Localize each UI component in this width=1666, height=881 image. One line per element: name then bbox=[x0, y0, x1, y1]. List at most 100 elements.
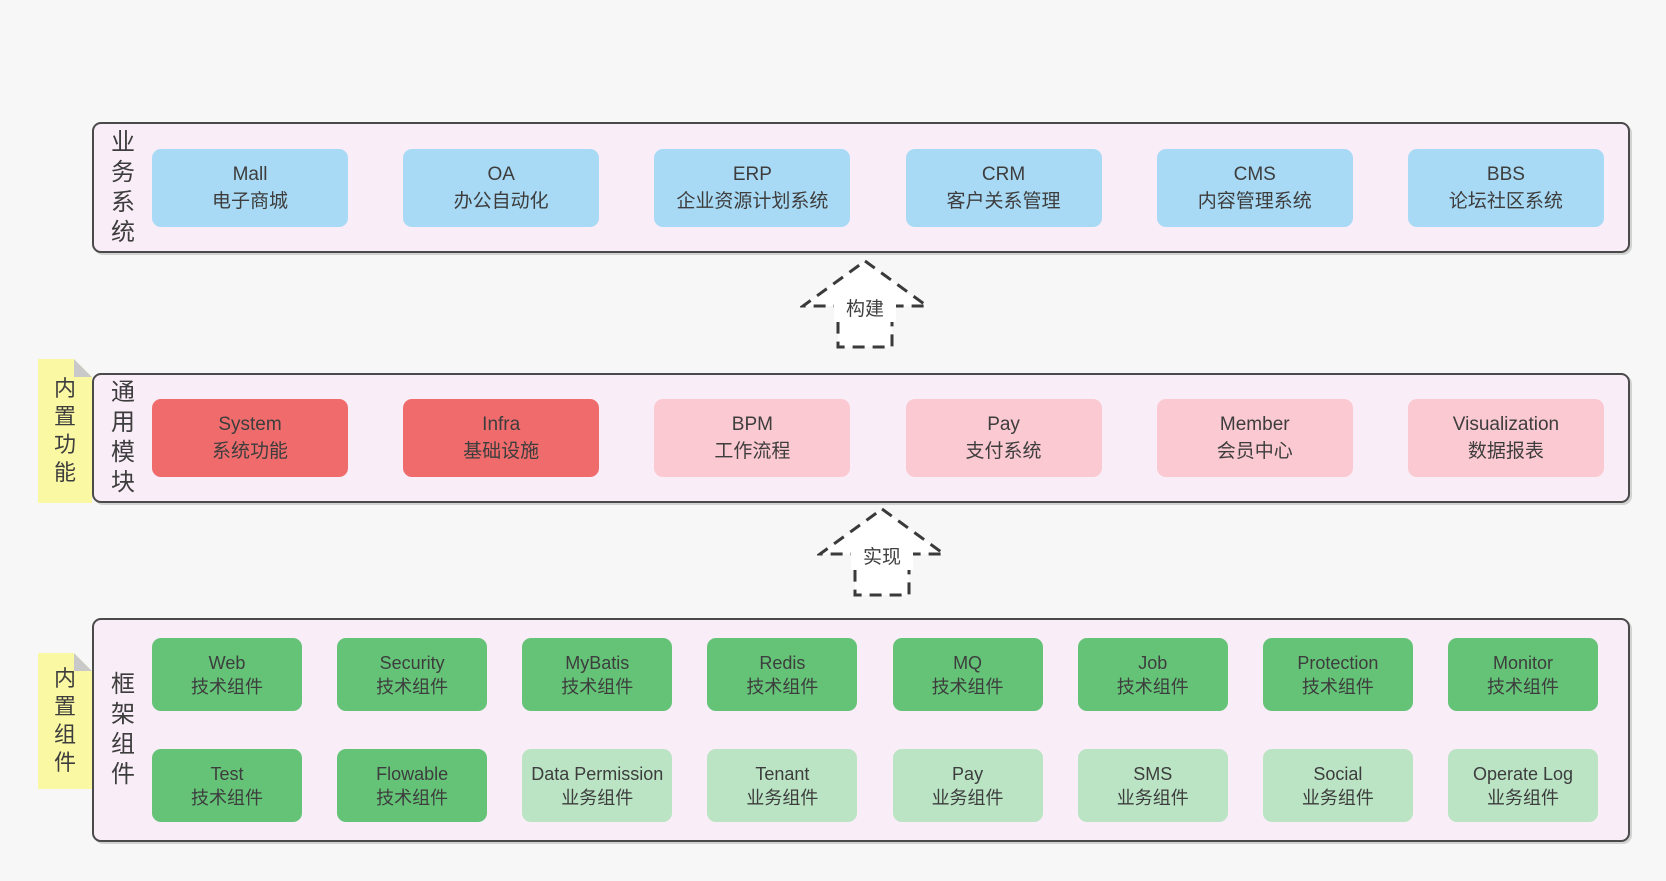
box-job: Job 技术组件 bbox=[1077, 638, 1228, 711]
box-title: Flowable bbox=[376, 763, 449, 784]
box-pay-component: Pay 业务组件 bbox=[892, 749, 1043, 822]
box-subtitle: 基础设施 bbox=[463, 441, 540, 462]
box-redis: Redis 技术组件 bbox=[707, 638, 858, 711]
box-pay-system: Pay 支付系统 bbox=[905, 399, 1102, 477]
box-subtitle: 论坛社区系统 bbox=[1448, 190, 1563, 212]
box-bpm: BPM 工作流程 bbox=[654, 399, 851, 477]
note-text: 内置功能 bbox=[53, 376, 76, 485]
band-boxes: Mall 电子商城 OA 办公自动化 ERP 企业资源计划系统 CRM 客户关系… bbox=[94, 124, 1628, 251]
box-title: SMS bbox=[1133, 763, 1173, 784]
arrow-label: 构建 bbox=[846, 298, 884, 320]
box-oa: OA 办公自动化 bbox=[403, 148, 600, 227]
box-subtitle: 业务组件 bbox=[1486, 787, 1559, 808]
box-title: Redis bbox=[759, 652, 806, 673]
box-subtitle: 内容管理系统 bbox=[1197, 190, 1312, 212]
box-data-permission: Data Permission 业务组件 bbox=[522, 749, 673, 822]
box-subtitle: 办公自动化 bbox=[453, 190, 549, 212]
box-title: OA bbox=[487, 163, 515, 185]
band-business-systems: 业务系统 Mall 电子商城 OA 办公自动化 ERP 企业资源计划系统 CRM… bbox=[92, 122, 1630, 253]
box-title: System bbox=[218, 414, 282, 435]
box-title: Pay bbox=[987, 414, 1020, 435]
sticky-note-built-in-features: 内置功能 bbox=[38, 359, 92, 503]
box-subtitle: 业务组件 bbox=[746, 787, 819, 808]
box-title: Data Permission bbox=[531, 763, 664, 784]
box-subtitle: 系统功能 bbox=[211, 441, 288, 462]
box-title: CRM bbox=[981, 163, 1026, 185]
box-protection: Protection 技术组件 bbox=[1262, 638, 1413, 711]
band-boxes: System 系统功能 Infra 基础设施 BPM 工作流程 Pay 支付系统… bbox=[94, 375, 1628, 501]
arrow-implement-icon: 实现 bbox=[817, 507, 947, 597]
box-title: Member bbox=[1219, 414, 1290, 435]
box-subtitle: 技术组件 bbox=[561, 676, 634, 697]
box-subtitle: 支付系统 bbox=[965, 441, 1042, 462]
box-subtitle: 技术组件 bbox=[1486, 676, 1559, 697]
box-subtitle: 客户关系管理 bbox=[946, 190, 1061, 212]
box-subtitle: 技术组件 bbox=[1301, 676, 1374, 697]
box-title: Infra bbox=[482, 414, 521, 435]
band-common-modules: 通用模块 System 系统功能 Infra 基础设施 BPM 工作流程 Pay… bbox=[92, 373, 1630, 503]
arrow-build-icon: 构建 bbox=[800, 259, 930, 349]
box-title: Tenant bbox=[755, 763, 810, 784]
box-operate-log: Operate Log 业务组件 bbox=[1447, 749, 1598, 822]
box-flowable: Flowable 技术组件 bbox=[337, 749, 488, 822]
box-title: BBS bbox=[1486, 163, 1525, 185]
box-subtitle: 技术组件 bbox=[376, 787, 449, 808]
box-subtitle: 业务组件 bbox=[1301, 787, 1374, 808]
box-title: ERP bbox=[732, 163, 772, 185]
box-title: Web bbox=[208, 652, 246, 673]
band-label: 业务系统 bbox=[111, 128, 135, 246]
box-title: Social bbox=[1313, 763, 1363, 784]
box-cms: CMS 内容管理系统 bbox=[1156, 148, 1353, 227]
box-title: Job bbox=[1138, 652, 1168, 673]
box-subtitle: 技术组件 bbox=[746, 676, 819, 697]
component-row-1: Web 技术组件 Security 技术组件 MyBatis 技术组件 Redi… bbox=[152, 638, 1598, 711]
box-subtitle: 电子商城 bbox=[211, 190, 288, 212]
band-rows: Web 技术组件 Security 技术组件 MyBatis 技术组件 Redi… bbox=[94, 620, 1628, 840]
box-subtitle: 数据报表 bbox=[1467, 441, 1544, 462]
box-title: Mall bbox=[232, 163, 268, 185]
box-title: Test bbox=[210, 763, 244, 784]
box-subtitle: 技术组件 bbox=[376, 676, 449, 697]
box-title: Security bbox=[379, 652, 445, 673]
box-title: Visualization bbox=[1452, 414, 1560, 435]
band-label: 框架组件 bbox=[111, 671, 135, 788]
box-visualization: Visualization 数据报表 bbox=[1407, 399, 1604, 477]
box-title: Pay bbox=[952, 763, 984, 784]
box-subtitle: 企业资源计划系统 bbox=[676, 190, 829, 212]
box-title: MQ bbox=[953, 652, 983, 673]
box-title: Monitor bbox=[1492, 652, 1553, 673]
band-label: 通用模块 bbox=[111, 379, 135, 496]
box-mybatis: MyBatis 技术组件 bbox=[522, 638, 673, 711]
box-bbs: BBS 论坛社区系统 bbox=[1407, 148, 1604, 227]
folded-corner-icon bbox=[74, 653, 92, 671]
box-mall: Mall 电子商城 bbox=[152, 148, 348, 227]
box-mq: MQ 技术组件 bbox=[892, 638, 1043, 711]
box-tenant: Tenant 业务组件 bbox=[707, 749, 858, 822]
box-web: Web 技术组件 bbox=[152, 638, 302, 711]
box-subtitle: 技术组件 bbox=[1116, 676, 1189, 697]
box-title: BPM bbox=[731, 414, 773, 435]
box-subtitle: 工作流程 bbox=[714, 441, 791, 462]
box-erp: ERP 企业资源计划系统 bbox=[654, 148, 851, 227]
folded-corner-icon bbox=[74, 359, 92, 377]
box-security: Security 技术组件 bbox=[337, 638, 488, 711]
box-system: System 系统功能 bbox=[152, 399, 348, 477]
box-subtitle: 技术组件 bbox=[191, 676, 263, 697]
box-social: Social 业务组件 bbox=[1262, 749, 1413, 822]
arrow-label: 实现 bbox=[863, 546, 901, 568]
box-subtitle: 业务组件 bbox=[931, 787, 1004, 808]
box-subtitle: 业务组件 bbox=[561, 787, 634, 808]
box-test: Test 技术组件 bbox=[152, 749, 302, 822]
box-subtitle: 技术组件 bbox=[191, 787, 263, 808]
box-title: Protection bbox=[1297, 652, 1379, 673]
box-subtitle: 业务组件 bbox=[1116, 787, 1189, 808]
band-framework-components: 框架组件 Web 技术组件 Security 技术组件 MyBatis 技术组件… bbox=[92, 618, 1630, 842]
box-subtitle: 会员中心 bbox=[1216, 441, 1293, 462]
component-row-2: Test 技术组件 Flowable 技术组件 Data Permission … bbox=[152, 749, 1598, 822]
box-title: MyBatis bbox=[565, 652, 630, 673]
box-sms: SMS 业务组件 bbox=[1077, 749, 1228, 822]
box-monitor: Monitor 技术组件 bbox=[1447, 638, 1598, 711]
box-member: Member 会员中心 bbox=[1156, 399, 1353, 477]
box-title: Operate Log bbox=[1472, 763, 1574, 784]
box-crm: CRM 客户关系管理 bbox=[905, 148, 1102, 227]
